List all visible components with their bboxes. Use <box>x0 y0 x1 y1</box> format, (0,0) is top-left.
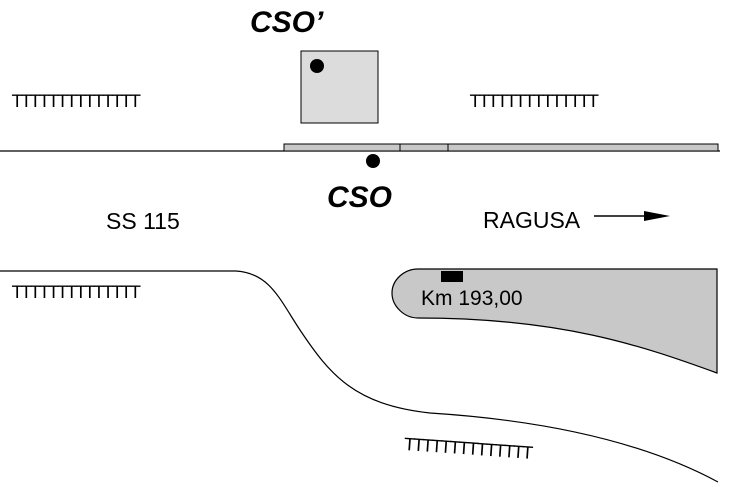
cso-marker <box>366 154 380 168</box>
embankment-ticks-upper-left: TTTTTTTTTTTTTT <box>11 92 141 112</box>
km-marker <box>441 271 463 282</box>
sidewalk-strip <box>283 143 719 152</box>
cso-prime-label: CSO’ <box>250 6 324 39</box>
direction-arrow-head <box>644 211 670 221</box>
road-lower-edge <box>0 270 719 483</box>
traffic-island <box>391 268 718 374</box>
cso-prime-marker <box>310 59 324 73</box>
embankment-ticks-lower-left: TTTTTTTTTTTTTT <box>11 283 141 303</box>
km-label: Km 193,00 <box>421 287 523 310</box>
direction-label: RAGUSA <box>483 207 581 233</box>
embankment-ticks-lower-right: TTTTTTTTTTTTTT <box>403 435 534 464</box>
cso-label: CSO <box>327 181 392 214</box>
road-name-label: SS 115 <box>106 208 180 234</box>
embankment-ticks-upper-right: TTTTTTTTTTTTTT <box>469 92 599 112</box>
